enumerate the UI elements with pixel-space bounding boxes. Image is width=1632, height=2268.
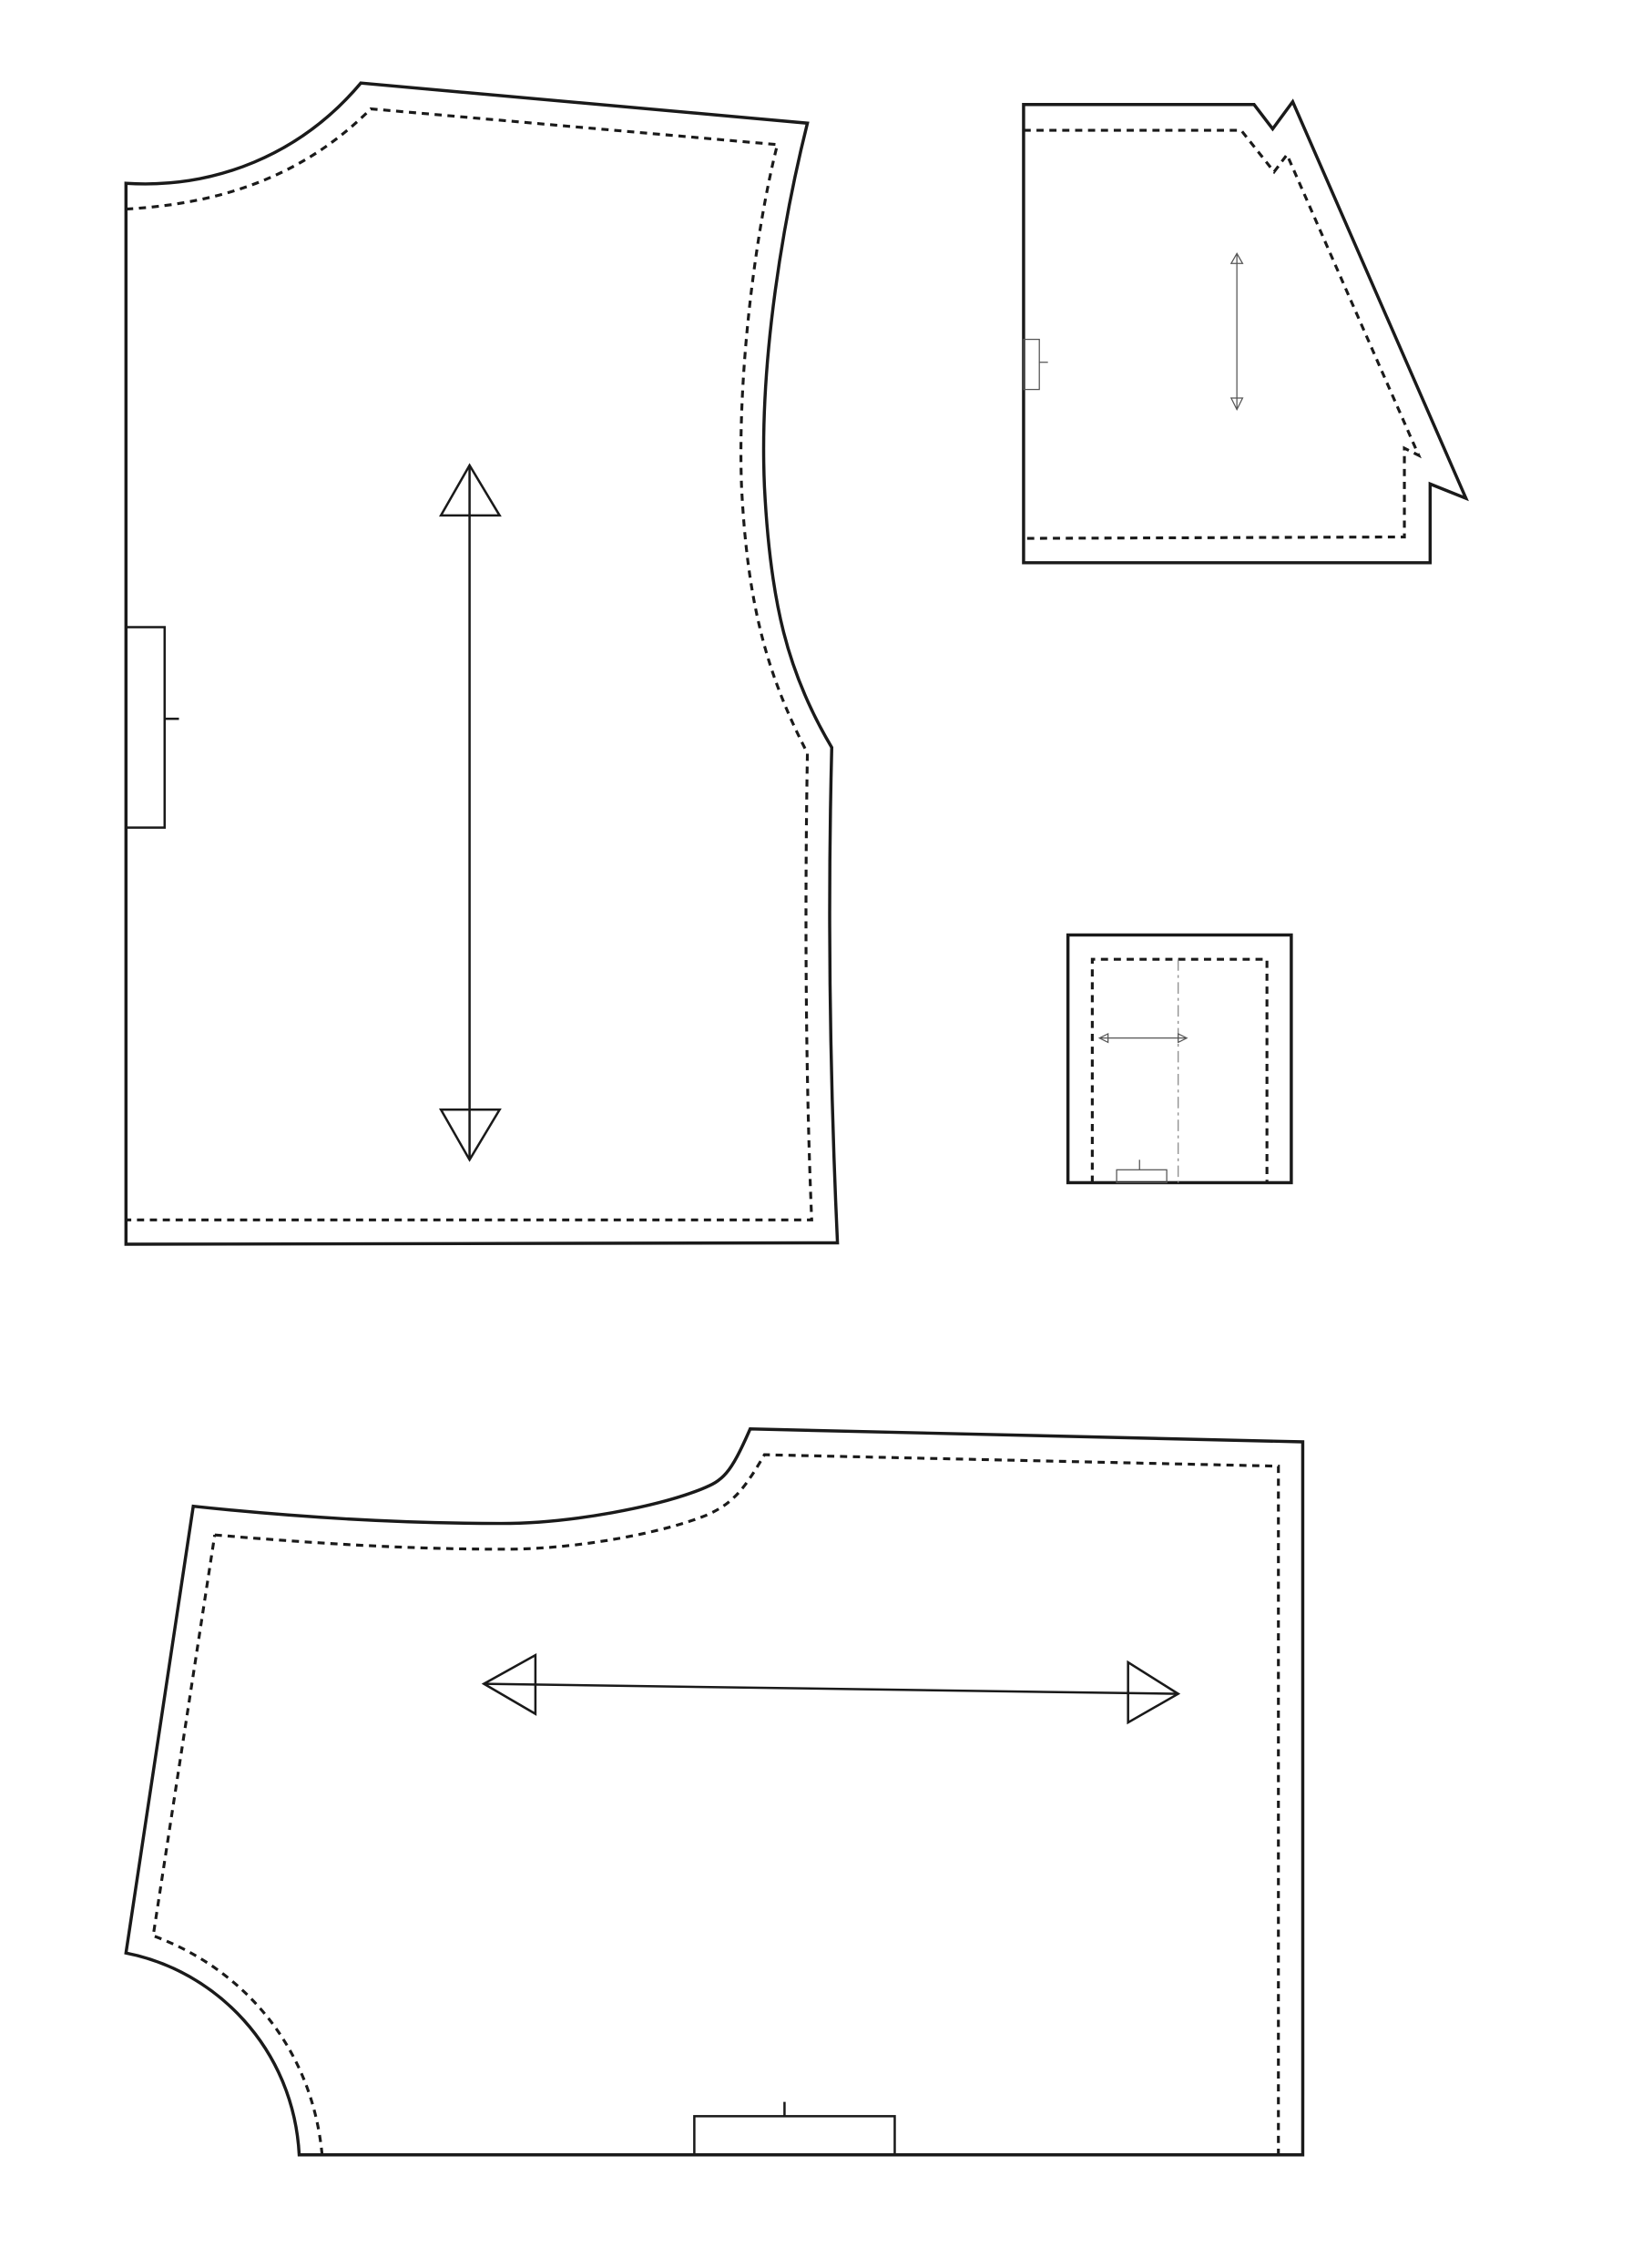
back-piece-grainline-arrow [481,1653,1181,1725]
pocket-seam-line [1090,957,1269,1183]
sleeve-grainline-arrow [1229,251,1244,412]
front-bodice-piece [124,81,840,1246]
front-bodice-grainline-arrow [438,463,502,1162]
pocket-cut-line [1066,933,1293,1185]
pocket-notch [1116,1160,1168,1184]
back-piece [124,1427,1305,2157]
sleeve-piece [1022,98,1469,565]
back-piece-seam-line [151,1453,1280,2155]
sleeve-notch [1023,338,1048,391]
back-piece-cut-line [124,1427,1305,2157]
sleeve-seam-line [1023,128,1422,540]
front-bodice-cut-line [124,81,840,1246]
pocket-piece [1066,933,1293,1185]
back-piece-notch [693,2101,896,2157]
front-bodice-seam-line [126,107,813,1221]
pocket-grainline-arrow [1097,1032,1188,1044]
front-bodice-notch [125,626,179,829]
sleeve-cut-line [1022,98,1469,565]
